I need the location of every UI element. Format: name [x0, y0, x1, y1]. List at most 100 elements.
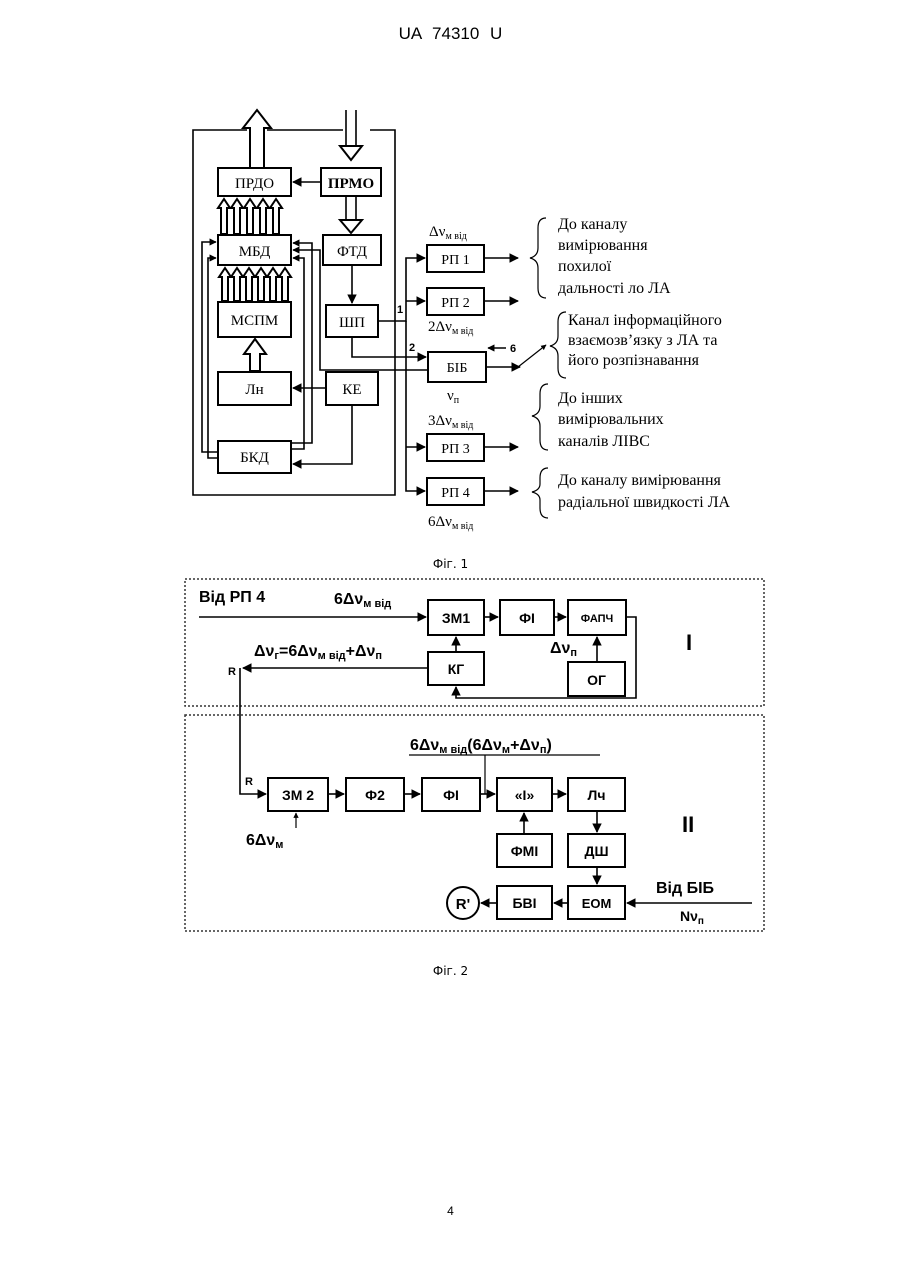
note-info-line-3: його розпізнавання — [568, 352, 700, 369]
block-eom: ЕОМ — [568, 886, 625, 919]
mspm-to-mbd-bus — [219, 268, 291, 301]
block-kg-label: КГ — [448, 661, 465, 677]
kg-output-formula: Δνг=6Δνм від+Δνп — [254, 643, 382, 662]
block-bkd-label: БКД — [240, 450, 269, 466]
note-range-line-1: До каналу — [558, 216, 627, 233]
block-fapch: ФАПЧ — [568, 600, 626, 635]
note-speed-line-2: радіальної швидкості ЛА — [558, 494, 731, 511]
block-zm2-label: ЗМ 2 — [282, 787, 314, 803]
ke-to-bkd-arrow — [293, 405, 352, 464]
port-2-label: 2 — [409, 342, 415, 354]
incoming-signal-line — [346, 110, 356, 146]
block-dsh-label: ДШ — [584, 843, 608, 859]
block-zm1-label: ЗМ1 — [442, 610, 470, 626]
block-mbd-label: МБД — [239, 244, 271, 260]
note-speed: До каналу вимірювання радіальної швидкос… — [558, 472, 731, 511]
marker-r1: R — [228, 666, 236, 678]
block-bvi: БВІ — [497, 886, 552, 919]
outgoing-data-arrow — [243, 110, 271, 168]
note-info-line-2: взаємозв’язку з ЛА та — [568, 332, 717, 349]
block-i: «І» — [497, 778, 552, 811]
note-other: До інших вимірювальних каналів ЛІВС — [558, 390, 664, 450]
block-fi-bottom-label: ФІ — [443, 787, 459, 803]
block-ke: КЕ — [326, 372, 378, 405]
note-other-line-2: вимірювальних — [558, 411, 664, 428]
note-other-line-3: каналів ЛІВС — [558, 433, 650, 450]
main-formula: 6Δνм від(6Δνм+Δνп) — [410, 737, 552, 756]
block-rp2-label: РП 2 — [441, 296, 469, 311]
bkd-to-mbd-left-loop — [208, 258, 218, 458]
ln-to-mspm-arrow — [244, 339, 266, 371]
rp1-freq-label: Δνм від — [429, 224, 467, 242]
figure-1: ПРДО ПРМО МБД ФТД МСПМ ШП Лн КЕ — [193, 110, 731, 532]
block-ftd-label: ФТД — [337, 244, 367, 260]
block-zm2: ЗМ 2 — [268, 778, 328, 811]
six-dv-m-label: 6Δνм — [246, 832, 283, 851]
brace-speed — [532, 468, 548, 518]
rp3-freq-label: 3Δνм від — [428, 413, 473, 431]
block-eom-label: ЕОМ — [582, 896, 612, 911]
block-zm1: ЗМ1 — [428, 600, 484, 635]
incoming-signal-arrowhead — [340, 146, 362, 160]
section-1-label: І — [686, 630, 692, 655]
brace-info — [550, 312, 566, 378]
note-range-line-2: вимірювання — [558, 237, 648, 254]
from-rp4-label: Від РП 4 — [199, 589, 265, 606]
block-bib-label: БІБ — [447, 361, 468, 376]
port-1-label: 1 — [397, 304, 403, 316]
rp2-freq-label: 2Δνм від — [428, 319, 473, 337]
block-shp: ШП — [326, 305, 378, 337]
block-lch: Лч — [568, 778, 625, 811]
kg-to-zm2-arrow — [240, 668, 266, 794]
block-prdo-label: ПРДО — [235, 176, 274, 192]
block-rp2: РП 2 — [427, 288, 484, 315]
figure-2-caption: Фіг. 2 — [0, 964, 901, 978]
port-6-label: 6 — [510, 343, 516, 355]
note-info-line-1: Канал інформаційного — [568, 312, 722, 329]
block-i-label: «І» — [515, 787, 535, 803]
block-ln: Лн — [218, 372, 291, 405]
bib-to-info-channel — [518, 345, 546, 367]
output-r-prime: R' — [447, 887, 479, 919]
bkd-to-mbd-outer-loop — [202, 242, 218, 452]
note-info: Канал інформаційного взаємозв’язку з ЛА … — [568, 312, 722, 369]
block-shp-label: ШП — [339, 315, 365, 331]
block-mbd: МБД — [218, 235, 291, 265]
block-ke-label: КЕ — [342, 382, 361, 398]
from-bib-label: Від БІБ — [656, 880, 714, 897]
block-fi-top-label: ФІ — [519, 610, 535, 626]
note-range-line-3: похилої — [558, 258, 612, 275]
note-range-line-4: дальності ло ЛА — [558, 280, 671, 297]
block-rp3: РП 3 — [427, 434, 484, 461]
figure-1-caption: Фіг. 1 — [0, 557, 901, 571]
prmo-to-ftd-arrowhead — [340, 220, 362, 233]
block-prmo-label: ПРМО — [328, 176, 374, 192]
block-rp3-label: РП 3 — [441, 442, 469, 457]
block-rp4: РП 4 — [427, 478, 484, 505]
figure-2: І ІІ Від РП 4 6Δνм від ЗМ1 ФІ ФАПЧ КГ ОГ — [185, 579, 764, 931]
block-prdo: ПРДО — [218, 168, 291, 196]
block-dsh: ДШ — [568, 834, 625, 867]
block-og-label: ОГ — [587, 672, 606, 688]
block-f2: Ф2 — [346, 778, 404, 811]
dv-p-label: Δνп — [550, 640, 577, 659]
marker-r2: R — [245, 776, 253, 788]
brace-other — [532, 384, 548, 450]
note-other-line-1: До інших — [558, 390, 623, 407]
six-dv-top-label: 6Δνм від — [334, 591, 391, 610]
mbd-to-prdo-bus — [218, 199, 282, 234]
block-fmi: ФМІ — [497, 834, 552, 867]
block-fi-top: ФІ — [500, 600, 554, 635]
block-bvi-label: БВІ — [512, 895, 536, 911]
output-r-prime-label: R' — [456, 896, 470, 913]
rp4-freq-label: 6Δνм від — [428, 514, 473, 532]
page-number: 4 — [0, 1204, 901, 1218]
block-og: ОГ — [568, 662, 625, 696]
block-rp1: РП 1 — [427, 245, 484, 272]
block-ftd: ФТД — [323, 235, 381, 265]
bkd-right-loop — [291, 258, 304, 449]
block-prmo: ПРМО — [321, 168, 381, 196]
block-mspm: МСПМ — [218, 302, 291, 337]
block-kg: КГ — [428, 652, 484, 685]
